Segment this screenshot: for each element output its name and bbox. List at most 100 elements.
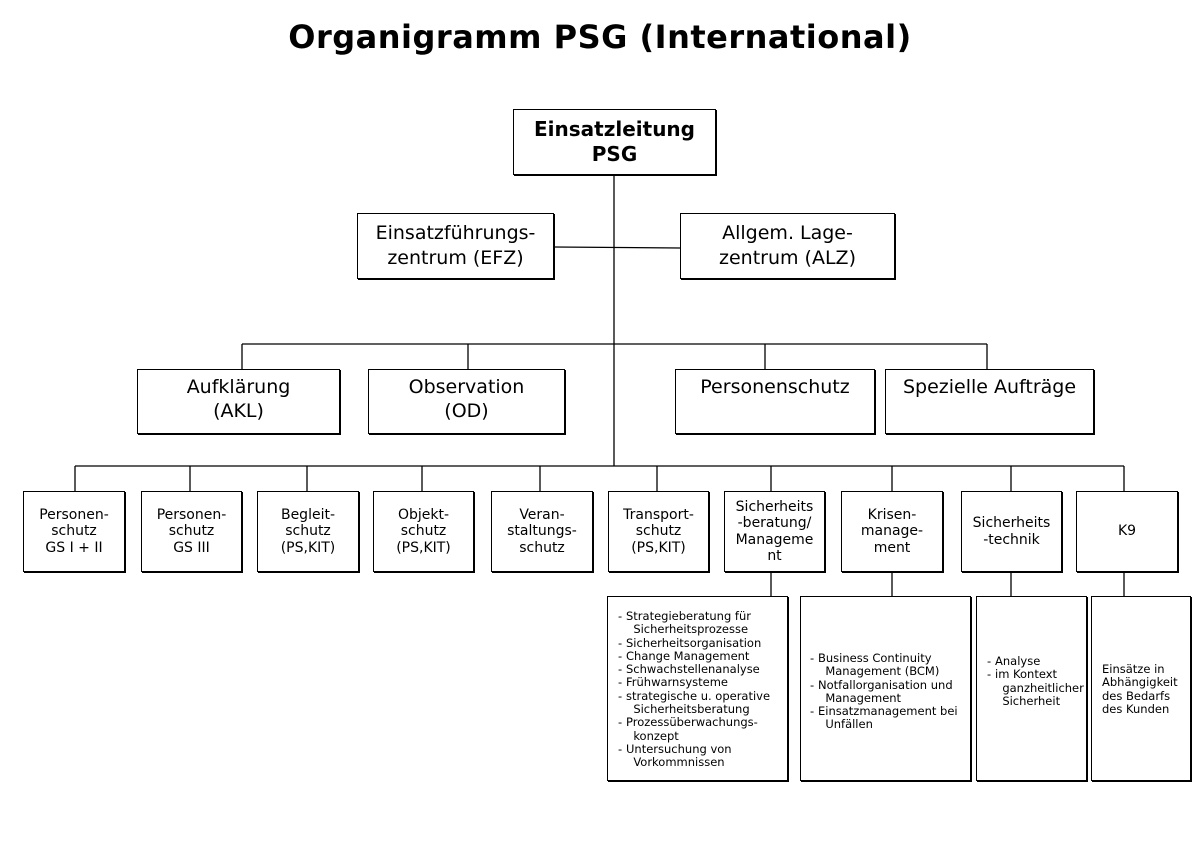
detail-line: ganzheitlicher [1002, 680, 1084, 695]
box-spezielle-auftraege: Spezielle Aufträge [885, 369, 1094, 434]
detail-line: Schwachstellenanalyse [626, 662, 760, 677]
box-label-line: Manageme [735, 531, 814, 548]
box-unit-k9: K9 [1076, 491, 1178, 572]
box-aufklaerung: Aufklärung (AKL) [137, 369, 340, 434]
box-label-line: Einsatzleitung [534, 117, 695, 141]
detail-item: Frühwarnsysteme [618, 675, 781, 690]
box-unit-krisenmanagement: Krisen- manage- ment [841, 491, 943, 572]
page-title: Organigramm PSG (International) [288, 18, 912, 56]
box-label-line: Objekt- [397, 507, 450, 524]
box-label-line: zentrum (EFZ) [387, 247, 524, 269]
box-label-line: schutz [635, 523, 682, 540]
detail-krisenmanagement: Business Continuity Management (BCM) Not… [800, 596, 971, 781]
box-label-line: Spezielle Aufträge [902, 376, 1077, 398]
box-unit-sicherheitsberatung: Sicherheits -beratung/ Manageme nt [724, 491, 825, 572]
box-label-line: schutz [51, 523, 97, 540]
detail-line: Sicherheit [1002, 693, 1061, 708]
box-unit-begleitschutz: Begleit- schutz (PS,KIT) [257, 491, 359, 572]
box-label-line: Einsatzführungs- [375, 222, 536, 245]
detail-item: Notfallorganisation und Management [810, 677, 966, 706]
box-efz: Einsatzführungs- zentrum (EFZ) [357, 213, 554, 279]
box-label-line: manage- [860, 523, 924, 540]
box-label-line: (AKL) [213, 399, 264, 422]
detail-k9: Einsätze in Abhängigkeit des Bedarfs des… [1091, 596, 1191, 781]
box-unit-ps-gs3: Personen- schutz GS III [141, 491, 242, 572]
box-unit-objektschutz: Objekt- schutz (PS,KIT) [373, 491, 474, 572]
box-label-line: -technik [983, 531, 1040, 548]
detail-item: Sicherheitsorganisation [618, 635, 781, 650]
detail-item: strategische u. operative Sicherheitsber… [618, 688, 781, 717]
detail-line: Untersuchung von [626, 741, 732, 756]
box-label-line: K9 [1117, 523, 1137, 540]
box-label-line: Transport- [623, 507, 694, 524]
box-label-line: (PS,KIT) [280, 539, 336, 556]
box-label-line: schutz [519, 539, 565, 556]
box-unit-sicherheitstechnik: Sicherheits -technik [961, 491, 1062, 572]
detail-line: Vorkommnissen [633, 755, 725, 770]
box-label-line: nt [767, 547, 782, 564]
box-label-line: schutz [285, 523, 331, 540]
detail-line: Abhängigkeit [1102, 675, 1178, 690]
detail-line: Business Continuity [818, 651, 932, 665]
box-label-line: schutz [168, 523, 215, 540]
box-label-line: staltungs- [507, 523, 577, 540]
box-label-line: (PS,KIT) [631, 539, 686, 556]
detail-item: Prozessüberwachungs- konzept [618, 716, 781, 743]
box-alz: Allgem. Lage- zentrum (ALZ) [680, 213, 895, 279]
box-label-line: -beratung/ [737, 515, 812, 532]
box-label-line: Aufklärung [186, 376, 291, 398]
detail-sicherheitsberatung: Strategieberatung für Sicherheitsprozess… [607, 596, 788, 781]
box-label-line: PSG [591, 142, 638, 166]
detail-item: Einsatzmanagement bei Unfällen [810, 705, 966, 732]
box-personenschutz: Personenschutz [675, 369, 875, 434]
box-label-line: Personenschutz [700, 376, 850, 398]
detail-item: Analyse [987, 654, 1082, 668]
detail-line: Prozessüberwachungs- [626, 715, 758, 730]
detail-line: Einsätze in [1102, 662, 1165, 676]
box-einsatzleitung: Einsatzleitung PSG [513, 109, 716, 175]
detail-item: Business Continuity Management (BCM) [810, 651, 966, 679]
detail-line: Einsatzmanagement bei [818, 704, 958, 719]
box-label-line: GS III [173, 539, 210, 556]
detail-line: strategische u. operative [626, 688, 771, 703]
detail-item: Schwachstellenanalyse [618, 662, 781, 677]
box-label-line: zentrum (ALZ) [719, 247, 856, 269]
detail-line: des Kunden [1102, 701, 1170, 716]
box-label-line: ment [873, 539, 911, 556]
box-label-line: GS I + II [45, 539, 103, 556]
detail-item: Untersuchung von Vorkommnissen [618, 741, 781, 770]
box-label-line: Krisen- [867, 507, 917, 524]
box-label-line: Observation [408, 376, 525, 398]
detail-line: Unfällen [825, 717, 873, 732]
box-label-line: Sicherheits [735, 499, 814, 516]
detail-line: Sicherheitsberatung [633, 702, 750, 717]
detail-line: Management (BCM) [825, 664, 940, 679]
box-label-line: (OD) [444, 399, 489, 422]
detail-item: Change Management [618, 648, 781, 663]
box-label-line: (PS,KIT) [396, 539, 451, 556]
box-unit-veranstaltungsschutz: Veran- staltungs- schutz [491, 491, 593, 572]
detail-line: im Kontext [995, 667, 1058, 682]
box-observation: Observation (OD) [368, 369, 565, 434]
box-label-line: Veran- [519, 507, 565, 524]
detail-item: Strategieberatung für Sicherheitsprozess… [618, 609, 781, 637]
box-label-line: Personen- [39, 507, 109, 524]
box-label-line: Sicherheits [972, 515, 1051, 532]
box-label-line: schutz [400, 523, 447, 540]
detail-line: Analyse [995, 654, 1041, 668]
detail-line: Sicherheitsorganisation [626, 635, 762, 650]
detail-line: Notfallorganisation und [818, 677, 953, 692]
detail-line: Strategieberatung für [626, 609, 751, 623]
box-label-line: Begleit- [280, 507, 336, 524]
detail-sicherheitstechnik: Analyse im Kontext ganzheitlicher Sicher… [976, 596, 1087, 781]
detail-line: Change Management [626, 648, 750, 663]
detail-line: Frühwarnsysteme [626, 675, 729, 690]
detail-line: Sicherheitsprozesse [633, 622, 749, 637]
box-unit-transportschutz: Transport- schutz (PS,KIT) [608, 491, 709, 572]
detail-item: im Kontext ganzheitlicher Sicherheit [987, 667, 1084, 708]
detail-line: konzept [633, 728, 679, 743]
detail-line: des Bedarfs [1102, 688, 1171, 703]
box-label-line: Allgem. Lage- [722, 222, 853, 245]
detail-line: Management [825, 690, 902, 705]
